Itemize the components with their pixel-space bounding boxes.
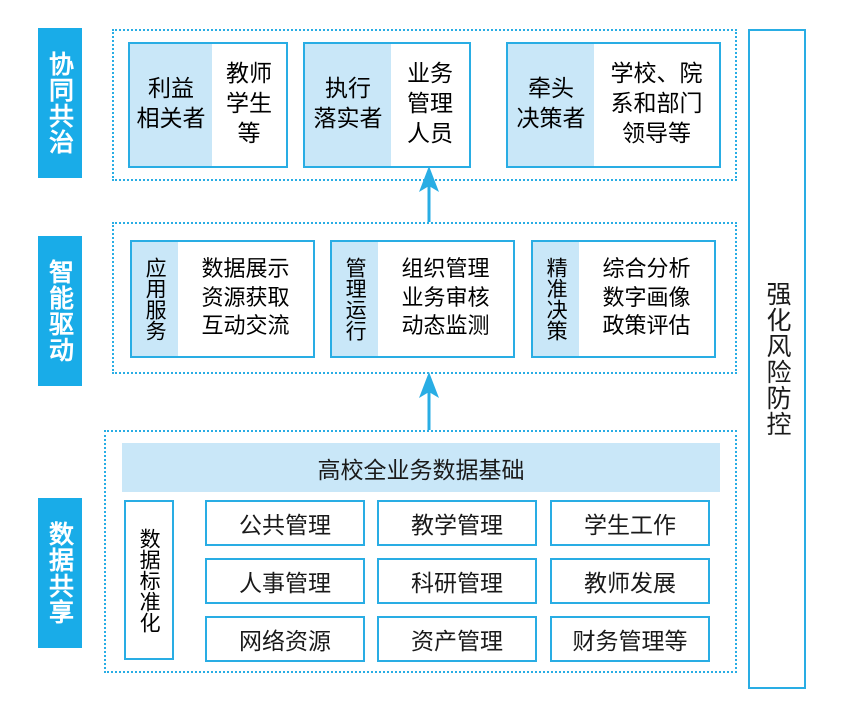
data-domain-box[interactable]: 教学管理 bbox=[377, 500, 537, 546]
governance-card-key: 牵头 决策者 bbox=[508, 44, 594, 166]
card-value-line: 教师 bbox=[226, 61, 272, 88]
drive-card-precise-decision[interactable]: 精准决策 综合分析 数字画像 政策评估 bbox=[531, 240, 716, 358]
card-value-line: 等 bbox=[237, 120, 261, 147]
card-value-line: 互动交流 bbox=[201, 314, 290, 340]
data-domain-box[interactable]: 财务管理等 bbox=[550, 616, 710, 662]
card-key-line: 利益 bbox=[148, 76, 194, 103]
card-value-line: 资源获取 bbox=[201, 285, 290, 311]
governance-card-key: 利益 相关者 bbox=[130, 44, 212, 166]
governance-card-value: 学校、院 系和部门 领导等 bbox=[594, 44, 719, 166]
drive-card-key: 管理运行 bbox=[332, 242, 378, 356]
drive-card-key: 应用服务 bbox=[132, 242, 178, 356]
governance-card-key: 执行 落实者 bbox=[305, 44, 391, 166]
drive-card-management-operation[interactable]: 管理运行 组织管理 业务审核 动态监测 bbox=[330, 240, 515, 358]
card-key-line: 落实者 bbox=[313, 106, 383, 132]
drive-card-application-service[interactable]: 应用服务 数据展示 资源获取 互动交流 bbox=[130, 240, 315, 358]
governance-card-implementers[interactable]: 执行 落实者 业务 管理 人员 bbox=[303, 42, 471, 168]
card-value-line: 学校、院 bbox=[610, 61, 703, 88]
drive-card-value: 组织管理 业务审核 动态监测 bbox=[378, 242, 513, 356]
data-domain-box[interactable]: 资产管理 bbox=[377, 616, 537, 662]
card-key-line: 相关者 bbox=[136, 106, 206, 132]
card-value-line: 学生 bbox=[226, 91, 272, 118]
governance-card-decision-makers[interactable]: 牵头 决策者 学校、院 系和部门 领导等 bbox=[506, 42, 721, 168]
card-value-line: 动态监测 bbox=[401, 314, 490, 340]
data-domain-box[interactable]: 学生工作 bbox=[550, 500, 710, 546]
stage-label-collaborative-governance: 协同共治 bbox=[38, 28, 82, 178]
governance-card-value: 教师 学生 等 bbox=[212, 44, 286, 166]
card-value-line: 业务 bbox=[407, 61, 453, 88]
governance-card-stakeholders[interactable]: 利益 相关者 教师 学生 等 bbox=[128, 42, 288, 168]
arrow-data-to-drive bbox=[419, 372, 439, 434]
data-domain-box[interactable]: 科研管理 bbox=[377, 558, 537, 604]
risk-control-label: 强化风险防控 bbox=[763, 281, 792, 437]
card-value-line: 数据展示 bbox=[201, 257, 290, 283]
card-key-line: 决策者 bbox=[516, 106, 586, 132]
card-value-line: 人员 bbox=[407, 120, 453, 147]
data-domain-box[interactable]: 网络资源 bbox=[205, 616, 365, 662]
card-key-line: 执行 bbox=[325, 76, 371, 103]
card-value-line: 业务审核 bbox=[401, 285, 490, 311]
data-domain-box[interactable]: 公共管理 bbox=[205, 500, 365, 546]
card-value-line: 综合分析 bbox=[602, 257, 691, 283]
card-value-line: 组织管理 bbox=[401, 257, 490, 283]
card-value-line: 领导等 bbox=[622, 120, 691, 147]
risk-control-panel[interactable]: 强化风险防控 bbox=[748, 29, 806, 689]
stage-label-intelligent-drive: 智能驱动 bbox=[38, 236, 82, 386]
card-value-line: 系和部门 bbox=[610, 91, 703, 118]
arrow-drive-to-governance bbox=[419, 166, 439, 226]
card-value-line: 数字画像 bbox=[602, 285, 691, 311]
data-domain-box[interactable]: 人事管理 bbox=[205, 558, 365, 604]
data-domain-box[interactable]: 教师发展 bbox=[550, 558, 710, 604]
card-value-line: 政策评估 bbox=[602, 314, 691, 340]
drive-card-key: 精准决策 bbox=[533, 242, 579, 356]
card-value-line: 管理 bbox=[407, 91, 453, 118]
drive-card-value: 综合分析 数字画像 政策评估 bbox=[579, 242, 714, 356]
data-standardization-box[interactable]: 数据标准化 bbox=[124, 500, 174, 660]
drive-card-value: 数据展示 资源获取 互动交流 bbox=[178, 242, 313, 356]
stage-label-data-sharing: 数据共享 bbox=[38, 498, 82, 648]
card-key-line: 牵头 bbox=[528, 76, 574, 103]
governance-card-value: 业务 管理 人员 bbox=[391, 44, 469, 166]
data-banner: 高校全业务数据基础 bbox=[122, 443, 720, 492]
